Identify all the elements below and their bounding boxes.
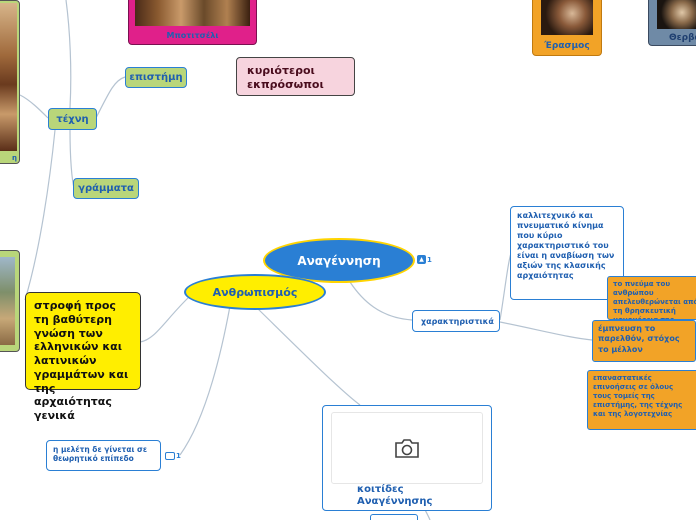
node-empnefsi[interactable]: έμπνευση το παρελθόν, στόχος το μέλλον	[592, 320, 696, 362]
meleti-comment-badge[interactable]: 1	[165, 452, 181, 460]
top-center-image-caption: Μποτιτσέλι	[166, 31, 219, 40]
node-epanastatikes[interactable]: επαναστατικές επινοήσεις σε όλους τους τ…	[587, 370, 696, 430]
link-techni-episteme	[95, 76, 126, 119]
link-central-characteristics	[349, 281, 413, 321]
erasmus-image-caption: Έρασμος	[544, 41, 590, 51]
node-charaktiristika[interactable]: χαρακτηριστικά	[412, 310, 500, 332]
camera-icon	[395, 439, 419, 458]
top-center-image-card[interactable]: Μποτιτσέλι	[128, 0, 257, 45]
central-like-badge[interactable]: ▲ 1	[417, 255, 432, 264]
comment-icon	[165, 452, 175, 460]
left-top-image	[0, 3, 17, 151]
link-techni-left-image	[19, 94, 49, 119]
node-meleti[interactable]: η μελέτη δε γίνεται σε θεωρητικό επίπεδο	[46, 440, 161, 471]
left-top-image-caption: η	[12, 154, 17, 162]
link-humanism-koitides	[254, 305, 361, 406]
left-top-image-card[interactable]: η	[0, 0, 20, 164]
node-grammata[interactable]: γράμματα	[73, 178, 139, 199]
erasmus-image-card[interactable]: Έρασμος	[532, 0, 602, 56]
central-node-label: Αναγέννηση	[297, 253, 381, 268]
cervantes-image	[657, 0, 696, 29]
humanism-node-label: Ανθρωπισμός	[212, 285, 298, 299]
link-strofi-left-image	[24, 129, 56, 301]
koitides-label: κοιτίδες Αναγέννησης	[357, 484, 433, 507]
cervantes-image-card[interactable]: Θερβάντες	[648, 0, 696, 46]
left-mid-image	[0, 257, 15, 345]
thumbs-up-icon: ▲	[417, 255, 426, 264]
top-center-image	[135, 0, 250, 26]
node-techni[interactable]: τέχνη	[48, 108, 97, 130]
link-humanism-meleti	[179, 305, 231, 456]
node-pnevma[interactable]: το πνεύμα του ανθρώπου απελευθερώνεται α…	[607, 276, 696, 320]
erasmus-image	[541, 0, 593, 35]
comment-count: 1	[176, 452, 181, 460]
humanism-node[interactable]: Ανθρωπισμός	[184, 274, 326, 310]
link-techni-top	[65, 0, 72, 109]
left-mid-image-card[interactable]	[0, 250, 20, 352]
link-characteristics-empnefsi	[499, 321, 593, 341]
node-kallitechniko[interactable]: καλλιτεχνικό και πνευματικό κίνημα που κ…	[510, 206, 624, 300]
node-kyrioteroi[interactable]: κυριότεροι εκπρόσωποι	[236, 57, 355, 96]
like-count: 1	[427, 255, 432, 264]
node-episteme[interactable]: επιστήμη	[125, 67, 187, 88]
node-strofi[interactable]: στροφή προς τη βαθύτερη γνώση των ελληνι…	[25, 292, 141, 422]
link-humanism-strofi	[139, 295, 191, 343]
node-below-koitides[interactable]	[370, 514, 418, 520]
node-koitides[interactable]: κοιτίδες Αναγέννησης	[322, 405, 492, 511]
koitides-image-placeholder[interactable]	[331, 412, 483, 484]
cervantes-image-caption: Θερβάντες	[669, 33, 696, 43]
